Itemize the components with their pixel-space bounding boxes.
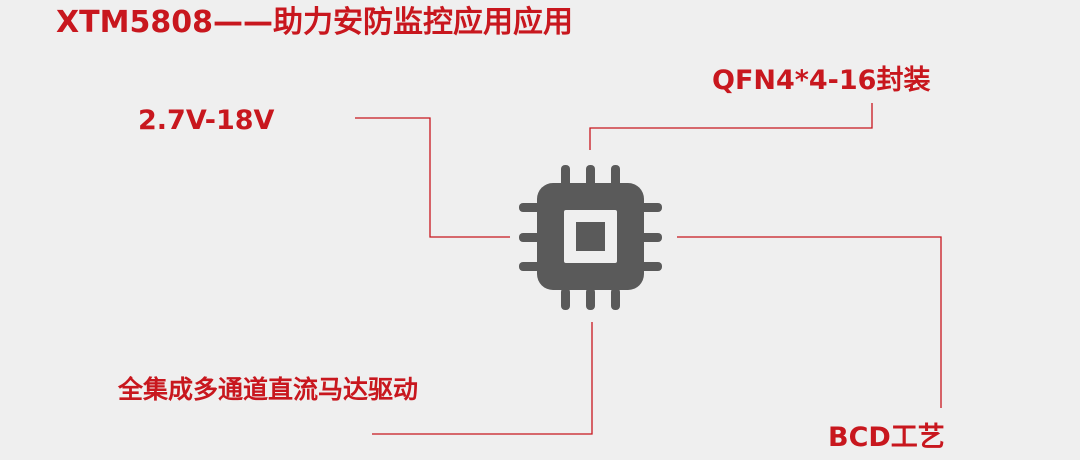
voltage-range-label: 2.7V-18V <box>138 105 275 136</box>
package-label: QFN4*4-16封装 <box>712 65 931 96</box>
connector-driver <box>372 322 593 435</box>
connector-process <box>677 236 942 408</box>
connector-voltage <box>355 117 510 238</box>
process-label: BCD工艺 <box>828 422 945 453</box>
page-title: XTM5808——助力安防监控应用应用 <box>56 5 573 40</box>
driver-feature-label: 全集成多通道直流马达驱动 <box>118 375 419 404</box>
connector-package <box>589 103 873 150</box>
chip-icon <box>519 165 662 310</box>
